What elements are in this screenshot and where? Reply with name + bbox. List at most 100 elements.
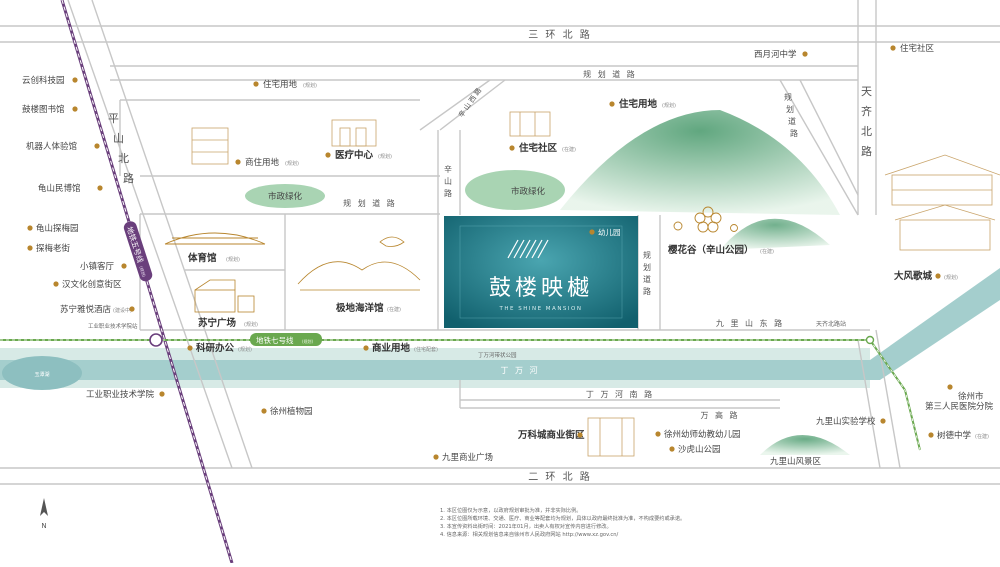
hill-small: [720, 218, 830, 250]
road-ping-shan-bei-char-4: 路: [123, 172, 136, 185]
metro-line-5-tag: (规划): [138, 265, 147, 278]
poi-marker-icon: [890, 45, 896, 51]
college-label: 工业职业技术学院: [86, 389, 155, 400]
kindergarten-marker-icon: [589, 229, 595, 235]
poi-marker-icon: [509, 145, 515, 151]
wanke-label: 万科城商业街区: [517, 429, 585, 441]
compass-label: N: [41, 522, 46, 530]
metro-line-7: [0, 339, 921, 451]
river-park-band-lower: [0, 380, 870, 388]
poi-marker-icon: [928, 432, 934, 438]
project-logo-icon: [507, 239, 549, 259]
metro-line-7-badge: 地铁七号线 (规划): [250, 333, 322, 346]
road-gui-hua-yinghua-char-1: 规: [643, 250, 653, 260]
poi-marker-icon: [880, 418, 886, 424]
metro-line-7-tag: (规划): [302, 338, 314, 344]
road-san-huan-bei: 三 环 北 路: [528, 28, 592, 41]
poi-marker-icon: [187, 345, 193, 351]
road-ping-shan-bei-char-2: 山: [113, 132, 126, 145]
metro-line-5-label: 地铁五号线: [125, 225, 146, 264]
medical-label: 医疗中心: [335, 149, 374, 161]
green1-label: 市政绿化: [268, 191, 303, 202]
project-name: 鼓楼映樾: [489, 276, 593, 301]
road-gui-hua-right-char-3: 道: [788, 116, 798, 126]
road-gui-hua-right-char-2: 划: [786, 104, 796, 114]
lake-label: 玉潭湖: [34, 371, 49, 378]
river-park-label: 丁万河带状公园: [478, 351, 517, 359]
river-label: 丁 万 河: [500, 365, 539, 375]
road-xin-shan-char-2: 山: [444, 176, 454, 186]
aquarium-icon: [297, 236, 421, 291]
aquarium-tag: (在建): [387, 306, 401, 313]
metro-line-5: [60, 0, 234, 564]
cherry-blossom-icon: [673, 206, 738, 233]
poi-marker-icon: [669, 446, 675, 452]
poi-marker-icon: [72, 77, 78, 83]
top-right-residential: 住宅社区: [900, 43, 935, 54]
poi-marker-icon: [27, 225, 33, 231]
poi-marker-icon: [27, 245, 33, 251]
road-tian-qi-bei-char-3: 北: [861, 125, 874, 138]
poi-marker-icon: [802, 51, 808, 57]
poi-marker-icon: [97, 185, 103, 191]
road-tian-qi-bei-char-1: 天: [861, 85, 874, 98]
road-gui-hua-yinghua: 规 划 道 路: [643, 250, 653, 296]
project-name-en: THE SHINE MANSION: [499, 306, 583, 312]
left-poi-0: 云创科技园: [22, 75, 65, 86]
road-gui-hua-yinghua-char-4: 路: [643, 286, 653, 296]
road-dingwan-nan: 丁 万 河 南 路: [586, 389, 654, 399]
dafeng-building-icon: [884, 154, 1000, 251]
road-tian-qi-bei-char-4: 路: [861, 145, 874, 158]
hospital-label-line2: 第三人民医院分院: [925, 401, 994, 412]
poi-marker-icon: [129, 306, 135, 312]
suning-tag: (规划): [244, 321, 258, 328]
road-ping-shan-bei-char-1: 平: [108, 112, 121, 125]
residential-building-icon: [191, 111, 551, 165]
road-gui-hua-right-char-4: 路: [790, 128, 800, 138]
shude-label: 树德中学: [937, 430, 972, 441]
poi-marker-icon: [609, 101, 615, 107]
residential-right-tag: (规划): [662, 102, 676, 109]
poi-marker-icon: [577, 432, 583, 438]
footnotes: 1. 本区位图仅为示意，以政府规划审批为准，并非实际比例。 2. 本区位图所载环…: [440, 506, 685, 538]
left-poi-8-tag: (建设中): [113, 307, 132, 314]
dafeng-tag: (规划): [944, 274, 958, 281]
dingwan-river: [0, 268, 1000, 380]
poi-marker-icon: [433, 454, 439, 460]
poi-marker-icon: [72, 106, 78, 112]
residential-top-label: 住宅用地: [263, 79, 298, 90]
metro-station-icon[interactable]: [865, 335, 875, 345]
left-poi-7: 汉文化创意街区: [62, 279, 122, 290]
river-park-band: [0, 348, 870, 360]
left-poi-1: 鼓楼图书馆: [22, 104, 65, 115]
poi-marker-icon: [261, 408, 267, 414]
project-block[interactable]: [444, 216, 638, 328]
jiulishan-school-label: 九里山实验学校: [816, 416, 876, 427]
suning-building-icon: [194, 279, 255, 313]
research-tag: (规划): [238, 346, 252, 353]
yinghua-tag: (在建): [760, 248, 774, 255]
road-gui-hua-top: 规 划 道 路: [583, 69, 637, 79]
shahu-label: 沙虎山公园: [678, 444, 721, 455]
yinghua-label: 樱花谷（辛山公园）: [667, 244, 754, 256]
metro-transfer-station-icon[interactable]: [149, 333, 163, 347]
left-poi-6: 小镇客厅: [80, 261, 115, 272]
poi-marker-icon: [947, 384, 953, 390]
poi-marker-icon: [935, 273, 941, 279]
station-right: 天齐北路站: [816, 320, 846, 328]
poi-marker-icon: [655, 431, 661, 437]
poi-marker-icon: [159, 391, 165, 397]
hill-bottom: [760, 435, 850, 455]
commercial-res-label: 商住用地: [245, 157, 280, 168]
footnote-1: 1. 本区位图仅为示意，以政府规划审批为准，并非实际比例。: [440, 506, 581, 514]
community-label: 住宅社区: [519, 142, 558, 154]
commercial-tag: (住宅配套): [414, 346, 438, 353]
left-poi-8: 苏宁雅悦酒店: [60, 304, 112, 315]
shude-tag: (在建): [975, 433, 989, 440]
road-gui-hua-right-char-1: 规: [784, 92, 794, 102]
poi-marker-icon: [94, 143, 100, 149]
road-xin-shan-char-3: 路: [444, 188, 454, 198]
road-gui-hua-yinghua-char-2: 划: [643, 262, 653, 272]
gym-icon: [164, 232, 266, 245]
